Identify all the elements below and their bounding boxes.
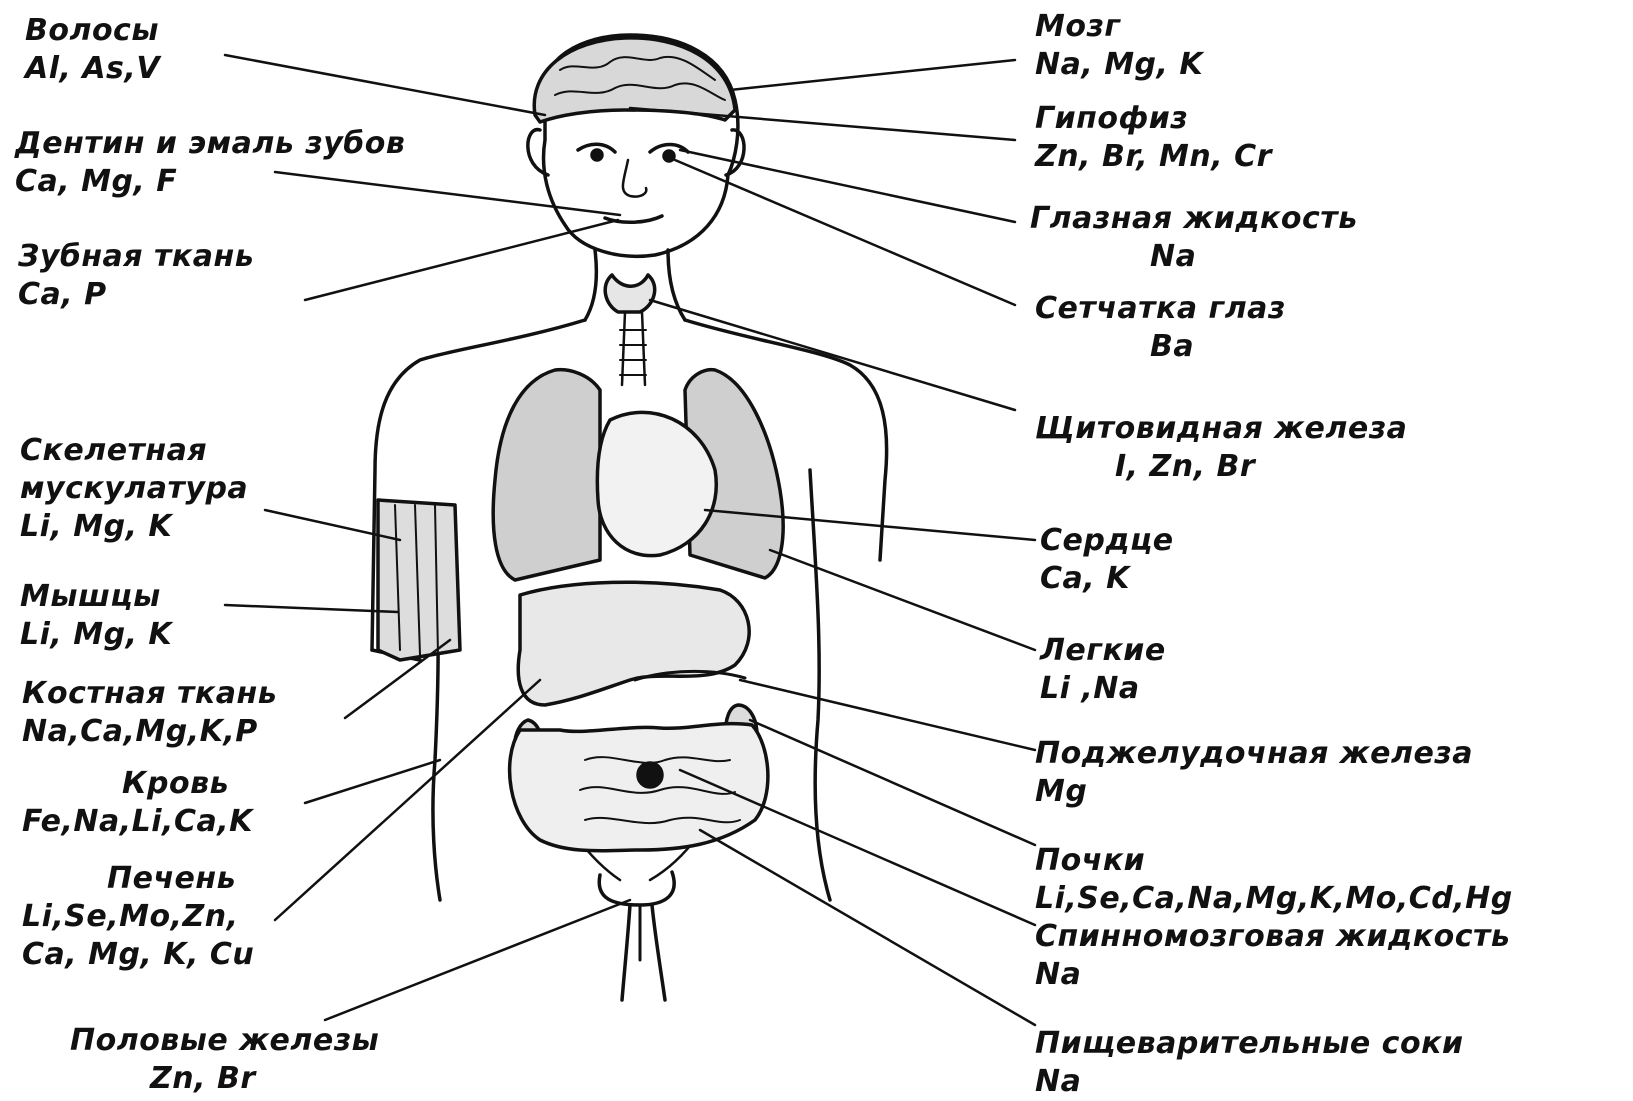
label-skeletal: Скелетная мускулатура Li, Mg, K — [20, 432, 248, 546]
label-eye-fluid-name: Глазная жидкость — [1030, 200, 1358, 238]
label-thyroid-name: Щитовидная железа — [1035, 410, 1407, 448]
label-bone: Костная ткань Na,Ca,Mg,K,P — [22, 675, 277, 751]
label-eye-fluid-elements: Na — [1030, 238, 1358, 276]
bladder-icon — [599, 872, 674, 905]
label-heart: Сердце Ca, K — [1040, 522, 1174, 598]
label-digestive-elements: Na — [1035, 1063, 1463, 1101]
label-csf: Спинномозговая жидкость Na — [1035, 918, 1510, 994]
label-kidneys-name: Почки — [1035, 842, 1513, 880]
pointer-pancreas — [740, 680, 1035, 750]
label-kidneys-elements: Li,Se,Ca,Na,Mg,K,Mo,Cd,Hg — [1035, 880, 1513, 918]
label-hair-name: Волосы — [25, 12, 160, 50]
label-skeletal-name-1: Скелетная — [20, 432, 248, 470]
label-pancreas-name: Поджелудочная железа — [1035, 735, 1473, 773]
label-heart-name: Сердце — [1040, 522, 1174, 560]
label-tooth-tissue-elements: Ca, P — [18, 276, 254, 314]
label-bone-elements: Na,Ca,Mg,K,P — [22, 713, 277, 751]
label-pituitary-name: Гипофиз — [1035, 100, 1272, 138]
label-lungs-elements: Li ,Na — [1040, 670, 1166, 708]
label-muscles-elements: Li, Mg, K — [20, 616, 172, 654]
label-csf-elements: Na — [1035, 956, 1510, 994]
label-gonads: Половые железы Zn, Br — [70, 1022, 379, 1098]
label-digestive: Пищеварительные соки Na — [1035, 1025, 1463, 1101]
pointer-brain — [730, 60, 1015, 90]
label-retina-elements: Ba — [1035, 328, 1286, 366]
label-blood: Кровь Fe,Na,Li,Ca,K — [22, 765, 253, 841]
label-digestive-name: Пищеварительные соки — [1035, 1025, 1463, 1063]
label-skeletal-elements: Li, Mg, K — [20, 508, 248, 546]
label-pituitary-elements: Zn, Br, Mn, Cr — [1035, 138, 1272, 176]
pointer-eye-fluid — [680, 150, 1015, 222]
pointer-lungs — [770, 550, 1035, 650]
thyroid-icon — [605, 275, 655, 312]
label-blood-name: Кровь — [22, 765, 253, 803]
label-retina: Сетчатка глаз Ba — [1035, 290, 1286, 366]
label-pancreas: Поджелудочная железа Mg — [1035, 735, 1473, 811]
label-tooth-tissue: Зубная ткань Ca, P — [18, 238, 254, 314]
label-gonads-elements: Zn, Br — [70, 1060, 379, 1098]
pointer-digestive — [700, 830, 1035, 1025]
label-hair-elements: Al, As,V — [25, 50, 160, 88]
label-dentin-elements: Ca, Mg, F — [15, 163, 405, 201]
pointer-retina — [675, 160, 1015, 305]
left-lung-icon — [493, 370, 600, 580]
pointer-csf — [680, 770, 1035, 925]
label-gonads-name: Половые железы — [70, 1022, 379, 1060]
label-kidneys: Почки Li,Se,Ca,Na,Mg,K,Mo,Cd,Hg — [1035, 842, 1513, 918]
label-dentin-name: Дентин и эмаль зубов — [15, 125, 405, 163]
label-dentin: Дентин и эмаль зубов Ca, Mg, F — [15, 125, 405, 201]
label-liver-name: Печень — [22, 860, 254, 898]
label-pancreas-elements: Mg — [1035, 773, 1473, 811]
label-eye-fluid: Глазная жидкость Na — [1030, 200, 1358, 276]
pointer-hair — [225, 55, 545, 115]
label-heart-elements: Ca, K — [1040, 560, 1174, 598]
label-muscles-name: Мышцы — [20, 578, 172, 616]
label-brain-name: Мозг — [1035, 8, 1203, 46]
label-liver: Печень Li,Se,Mo,Zn, Ca, Mg, K, Cu — [22, 860, 254, 974]
liver-icon — [518, 582, 749, 705]
label-liver-elements-1: Li,Se,Mo,Zn, — [22, 898, 254, 936]
label-csf-name: Спинномозговая жидкость — [1035, 918, 1510, 956]
label-bone-name: Костная ткань — [22, 675, 277, 713]
label-muscles: Мышцы Li, Mg, K — [20, 578, 172, 654]
pointer-pituitary — [630, 108, 1015, 140]
label-lungs: Легкие Li ,Na — [1040, 632, 1166, 708]
pointer-gonads — [325, 900, 630, 1020]
label-skeletal-name-2: мускулатура — [20, 470, 248, 508]
label-lungs-name: Легкие — [1040, 632, 1166, 670]
label-retina-name: Сетчатка глаз — [1035, 290, 1286, 328]
label-hair: Волосы Al, As,V — [25, 12, 160, 88]
label-blood-elements: Fe,Na,Li,Ca,K — [22, 803, 253, 841]
label-liver-elements-2: Ca, Mg, K, Cu — [22, 936, 254, 974]
label-thyroid-elements: I, Zn, Br — [1035, 448, 1407, 486]
label-tooth-tissue-name: Зубная ткань — [18, 238, 254, 276]
label-brain-elements: Na, Mg, K — [1035, 46, 1203, 84]
label-thyroid: Щитовидная железа I, Zn, Br — [1035, 410, 1407, 486]
label-brain: Мозг Na, Mg, K — [1035, 8, 1203, 84]
label-pituitary: Гипофиз Zn, Br, Mn, Cr — [1035, 100, 1272, 176]
pointer-blood — [305, 760, 440, 803]
pointer-tooth — [305, 220, 618, 300]
intestines-icon — [510, 724, 768, 851]
